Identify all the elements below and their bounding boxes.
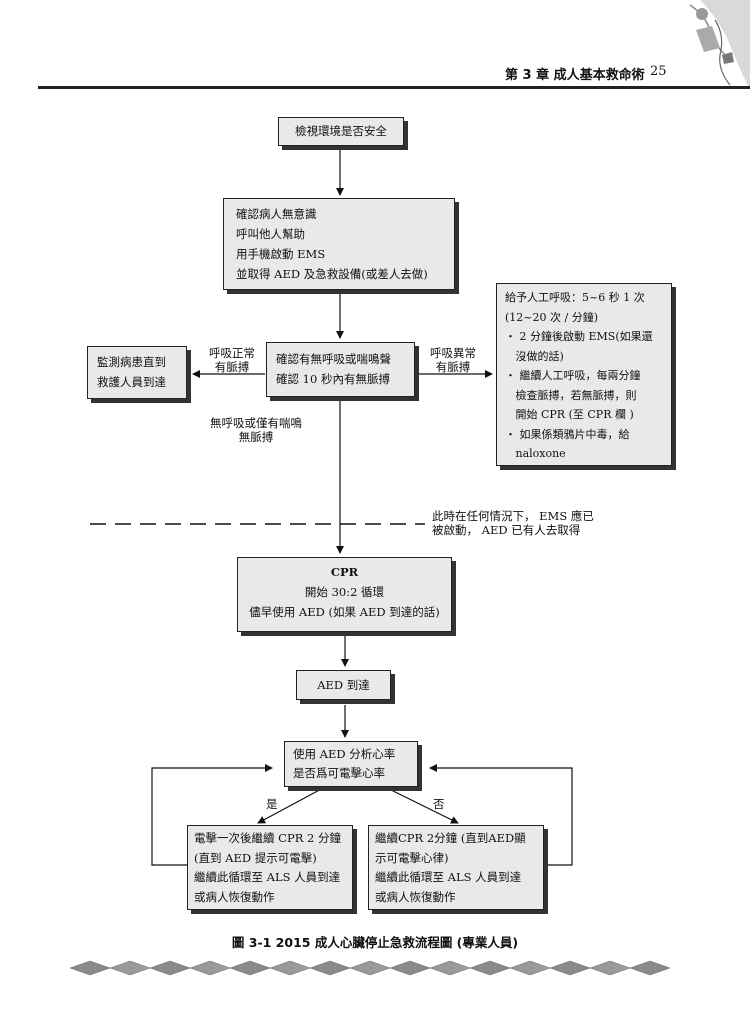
analyze-rhythm-box: 使用 AED 分析心率 是否爲可電擊心率 [284,741,418,787]
diamond-ornament [429,960,471,976]
arrow-analyze-to-shock [257,786,326,824]
decorative-illustration [689,0,750,90]
diamond-ornament [109,960,151,976]
noshock-line: 繼續CPR 2分鐘 (直到AED顯 [375,831,526,845]
diamond-ornament [70,960,111,976]
page-header: 第 3 章 成人基本救命術 25 [0,0,750,95]
aed-arrives-box: AED 到達 [296,670,391,700]
shockable-box: 電擊一次後繼續 CPR 2 分鐘 (直到 AED 提示可電擊) 繼續此循環至 A… [187,825,353,910]
shock-line: 或病人恢復動作 [194,889,275,904]
monitor-line: 救護人員到達 [97,375,166,389]
rescue-breathing-box: 給予人工呼吸：5~6 秒 1 次 (12~20 次 / 分鐘) ・ 2 分鐘後啟… [496,283,672,466]
analyze-line: 是否爲可電擊心率 [293,766,385,780]
rescue-line: 給予人工呼吸：5~6 秒 1 次 [505,291,645,304]
arrow-analyze-to-noshock [384,786,459,824]
noshock-line: 或病人恢復動作 [375,889,456,904]
ems-note: 此時在任何情況下， EMS 應已 被啟動， AED 已有人去取得 [432,509,594,537]
header-divider [38,86,750,89]
initial-steps-box: 確認病人無意識 呼叫他人幫助 用手機啟動 EMS 並取得 AED 及急救設備(或… [223,198,455,290]
monitor-box: 監測病患直到 救護人員到達 [87,346,187,399]
abnormal-breathing-label: 呼吸異常 有脈搏 [430,346,476,374]
assess-line: 確認有無呼吸或喘鳴聲 [276,352,391,366]
loop-shock-to-analyze [151,764,273,866]
yes-label: 是 [266,797,278,811]
no-breathing-label: 無呼吸或僅有喘鳴 無脈搏 [210,416,302,444]
shock-line: (直到 AED 提示可電擊) [194,850,317,865]
diamond-ornament [309,960,351,976]
rescue-line: 沒做的話) [505,349,564,363]
chapter-title: 第 3 章 成人基本救命術 [505,68,645,83]
initial-step: 並取得 AED 及急救設備(或差人去做) [236,267,428,281]
page-number: 25 [650,64,667,79]
rescue-line: 開始 CPR (至 CPR 欄 ) [505,408,634,421]
diamond-ornament [269,960,311,976]
initial-step: 用手機啟動 EMS [236,247,326,261]
diamond-ornament [549,960,591,976]
footer-diamond-ornament [70,960,671,976]
initial-step: 確認病人無意識 [236,207,317,221]
initial-step: 呼叫他人幫助 [236,227,305,241]
aed-arrives-text: AED 到達 [317,678,370,692]
diamond-ornament [189,960,231,976]
noshock-line: 示可電擊心律) [375,850,449,865]
figure-caption: 圖 3-1 2015 成人心臟停止急救流程圖 (專業人員) [231,935,519,950]
cpr-line: 儘早使用 AED (如果 AED 到達的話) [249,605,440,619]
no-label: 否 [433,797,445,811]
monitor-line: 監測病患直到 [97,355,166,369]
diamond-ornament [509,960,551,976]
check-environment-text: 檢視環境是否安全 [295,124,387,138]
shock-line: 繼續此循環至 ALS 人員到達 [194,870,341,884]
rescue-line: 檢查脈搏，若無脈搏，則 [505,388,637,402]
rescue-line: ・ 繼續人工呼吸，每兩分鐘 [505,369,641,382]
assess-breathing-box: 確認有無呼吸或喘鳴聲 確認 10 秒內有無脈搏 [266,342,415,397]
noshock-line: 繼續此循環至 ALS 人員到達 [375,870,522,884]
rescue-line: ・ 2 分鐘後啟動 EMS(如果還 [505,330,653,343]
loop-noshock-to-analyze [429,764,573,866]
shock-line: 電擊一次後繼續 CPR 2 分鐘 [194,831,341,845]
normal-breathing-label: 呼吸正常 有脈搏 [209,346,255,374]
diamond-ornament [629,960,671,976]
diamond-ornament [469,960,511,976]
diamond-ornament [349,960,391,976]
diamond-ornament [149,960,191,976]
cpr-title: CPR [330,565,359,579]
diamond-ornament [389,960,431,976]
rescue-line: (12~20 次 / 分鐘) [505,310,598,324]
analyze-line: 使用 AED 分析心率 [293,747,396,761]
non-shockable-box: 繼續CPR 2分鐘 (直到AED顯 示可電擊心律) 繼續此循環至 ALS 人員到… [368,825,544,910]
check-environment-box: 檢視環境是否安全 [278,117,404,146]
assess-line: 確認 10 秒內有無脈搏 [276,372,390,386]
rescue-line: ・ 如果係類鴉片中毒，給 [505,427,630,441]
diamond-ornament [229,960,271,976]
cpr-box: CPR 開始 30:2 循環 儘早使用 AED (如果 AED 到達的話) [237,557,452,632]
rescue-line: naloxone [505,447,566,460]
diamond-ornament [589,960,631,976]
cpr-line: 開始 30:2 循環 [304,585,385,599]
